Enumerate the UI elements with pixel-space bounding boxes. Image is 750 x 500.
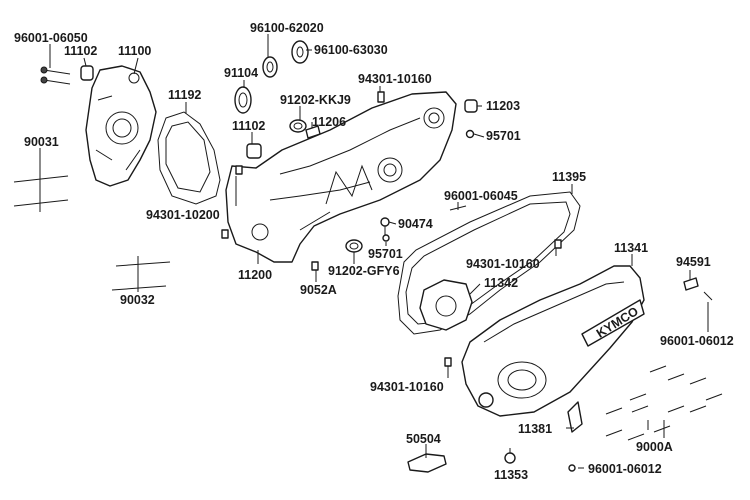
bracket-11381 <box>567 401 583 433</box>
pin-94301-10200 <box>221 165 243 239</box>
label-11200: 11200 <box>238 268 272 282</box>
leader-lines <box>39 34 709 469</box>
nut-11353 <box>504 452 516 464</box>
label-9000a: 9000A <box>636 440 673 454</box>
bolt-9052a <box>311 261 319 271</box>
bolt-90474 <box>380 217 390 236</box>
bolt-96001-06012-right <box>703 291 713 301</box>
pin-94301-10160-top <box>377 91 385 103</box>
label-90031: 90031 <box>24 135 59 149</box>
label-11203: 11203 <box>486 99 520 113</box>
right-crankcase-half <box>225 91 457 263</box>
label-96001-06012-right: 96001-06012 <box>660 334 734 348</box>
washer-95701-top <box>465 129 475 139</box>
bracket-50504 <box>407 453 447 473</box>
dowel-pin-11102-left <box>80 65 94 81</box>
label-11341: 11341 <box>614 241 648 255</box>
label-11381: 11381 <box>518 422 552 436</box>
bolt-96001-06012-bottom <box>568 464 576 472</box>
label-95701-bottom: 95701 <box>368 247 403 261</box>
bolt-set-9000a <box>605 365 723 441</box>
label-11100: 11100 <box>118 44 151 58</box>
label-94301-10160-bottom: 94301-10160 <box>370 380 444 394</box>
part-labels: 96001-06050 11102 11100 96100-62020 9610… <box>14 21 734 482</box>
gasket-11192 <box>157 111 221 205</box>
label-94591: 94591 <box>676 255 711 269</box>
label-96100-63030: 96100-63030 <box>314 43 388 57</box>
label-94301-10160-top: 94301-10160 <box>358 72 432 86</box>
bolt-96001-06050 <box>40 66 71 85</box>
label-94301-10200: 94301-10200 <box>146 208 220 222</box>
cover-gasket-11395 <box>397 191 581 335</box>
label-91104: 91104 <box>224 66 258 80</box>
stud-bolt-90031 <box>13 175 69 207</box>
label-95701-top: 95701 <box>486 129 521 143</box>
label-11353: 11353 <box>494 468 528 482</box>
label-90032: 90032 <box>120 293 155 307</box>
oil-seal-91202-gfy6 <box>345 239 363 253</box>
inner-cover-11342 <box>419 279 473 331</box>
label-9052a: 9052A <box>300 283 337 297</box>
label-91202-gfy6: 91202-GFY6 <box>328 264 400 278</box>
label-90474: 90474 <box>398 217 433 231</box>
label-96001-06012-bottom: 96001-06012 <box>588 462 662 476</box>
label-96100-62020: 96100-62020 <box>250 21 324 35</box>
bearing-96100-62020 <box>262 56 278 78</box>
label-96001-06050: 96001-06050 <box>14 31 88 45</box>
left-crankcase-half <box>85 65 157 187</box>
pin-94301-10160-mid <box>554 239 562 249</box>
part-94591 <box>683 277 699 291</box>
label-50504: 50504 <box>406 432 441 446</box>
bearing-96100-63030 <box>291 40 309 64</box>
cvt-cover-11341: KYMCO <box>461 265 645 417</box>
label-11192: 11192 <box>168 88 201 102</box>
label-11102-right: 11102 <box>232 119 265 133</box>
dowel-pin-11102-right <box>246 143 262 159</box>
label-11395: 11395 <box>552 170 586 184</box>
label-11102-left: 11102 <box>64 44 97 58</box>
label-94301-10160-mid: 94301-10160 <box>466 257 540 271</box>
washer-95701-bottom <box>382 234 390 242</box>
pin-94301-10160-bottom <box>444 357 452 367</box>
label-11342: 11342 <box>484 276 518 290</box>
oil-seal-91202-kkj9 <box>289 119 307 133</box>
stud-bolt-90032 <box>111 261 171 291</box>
label-96001-06045: 96001-06045 <box>444 189 518 203</box>
label-11206: 11206 <box>312 115 346 129</box>
dowel-pin-11203 <box>464 99 478 113</box>
label-91202-kkj9: 91202-KKJ9 <box>280 93 351 107</box>
bearing-91104 <box>234 86 252 114</box>
